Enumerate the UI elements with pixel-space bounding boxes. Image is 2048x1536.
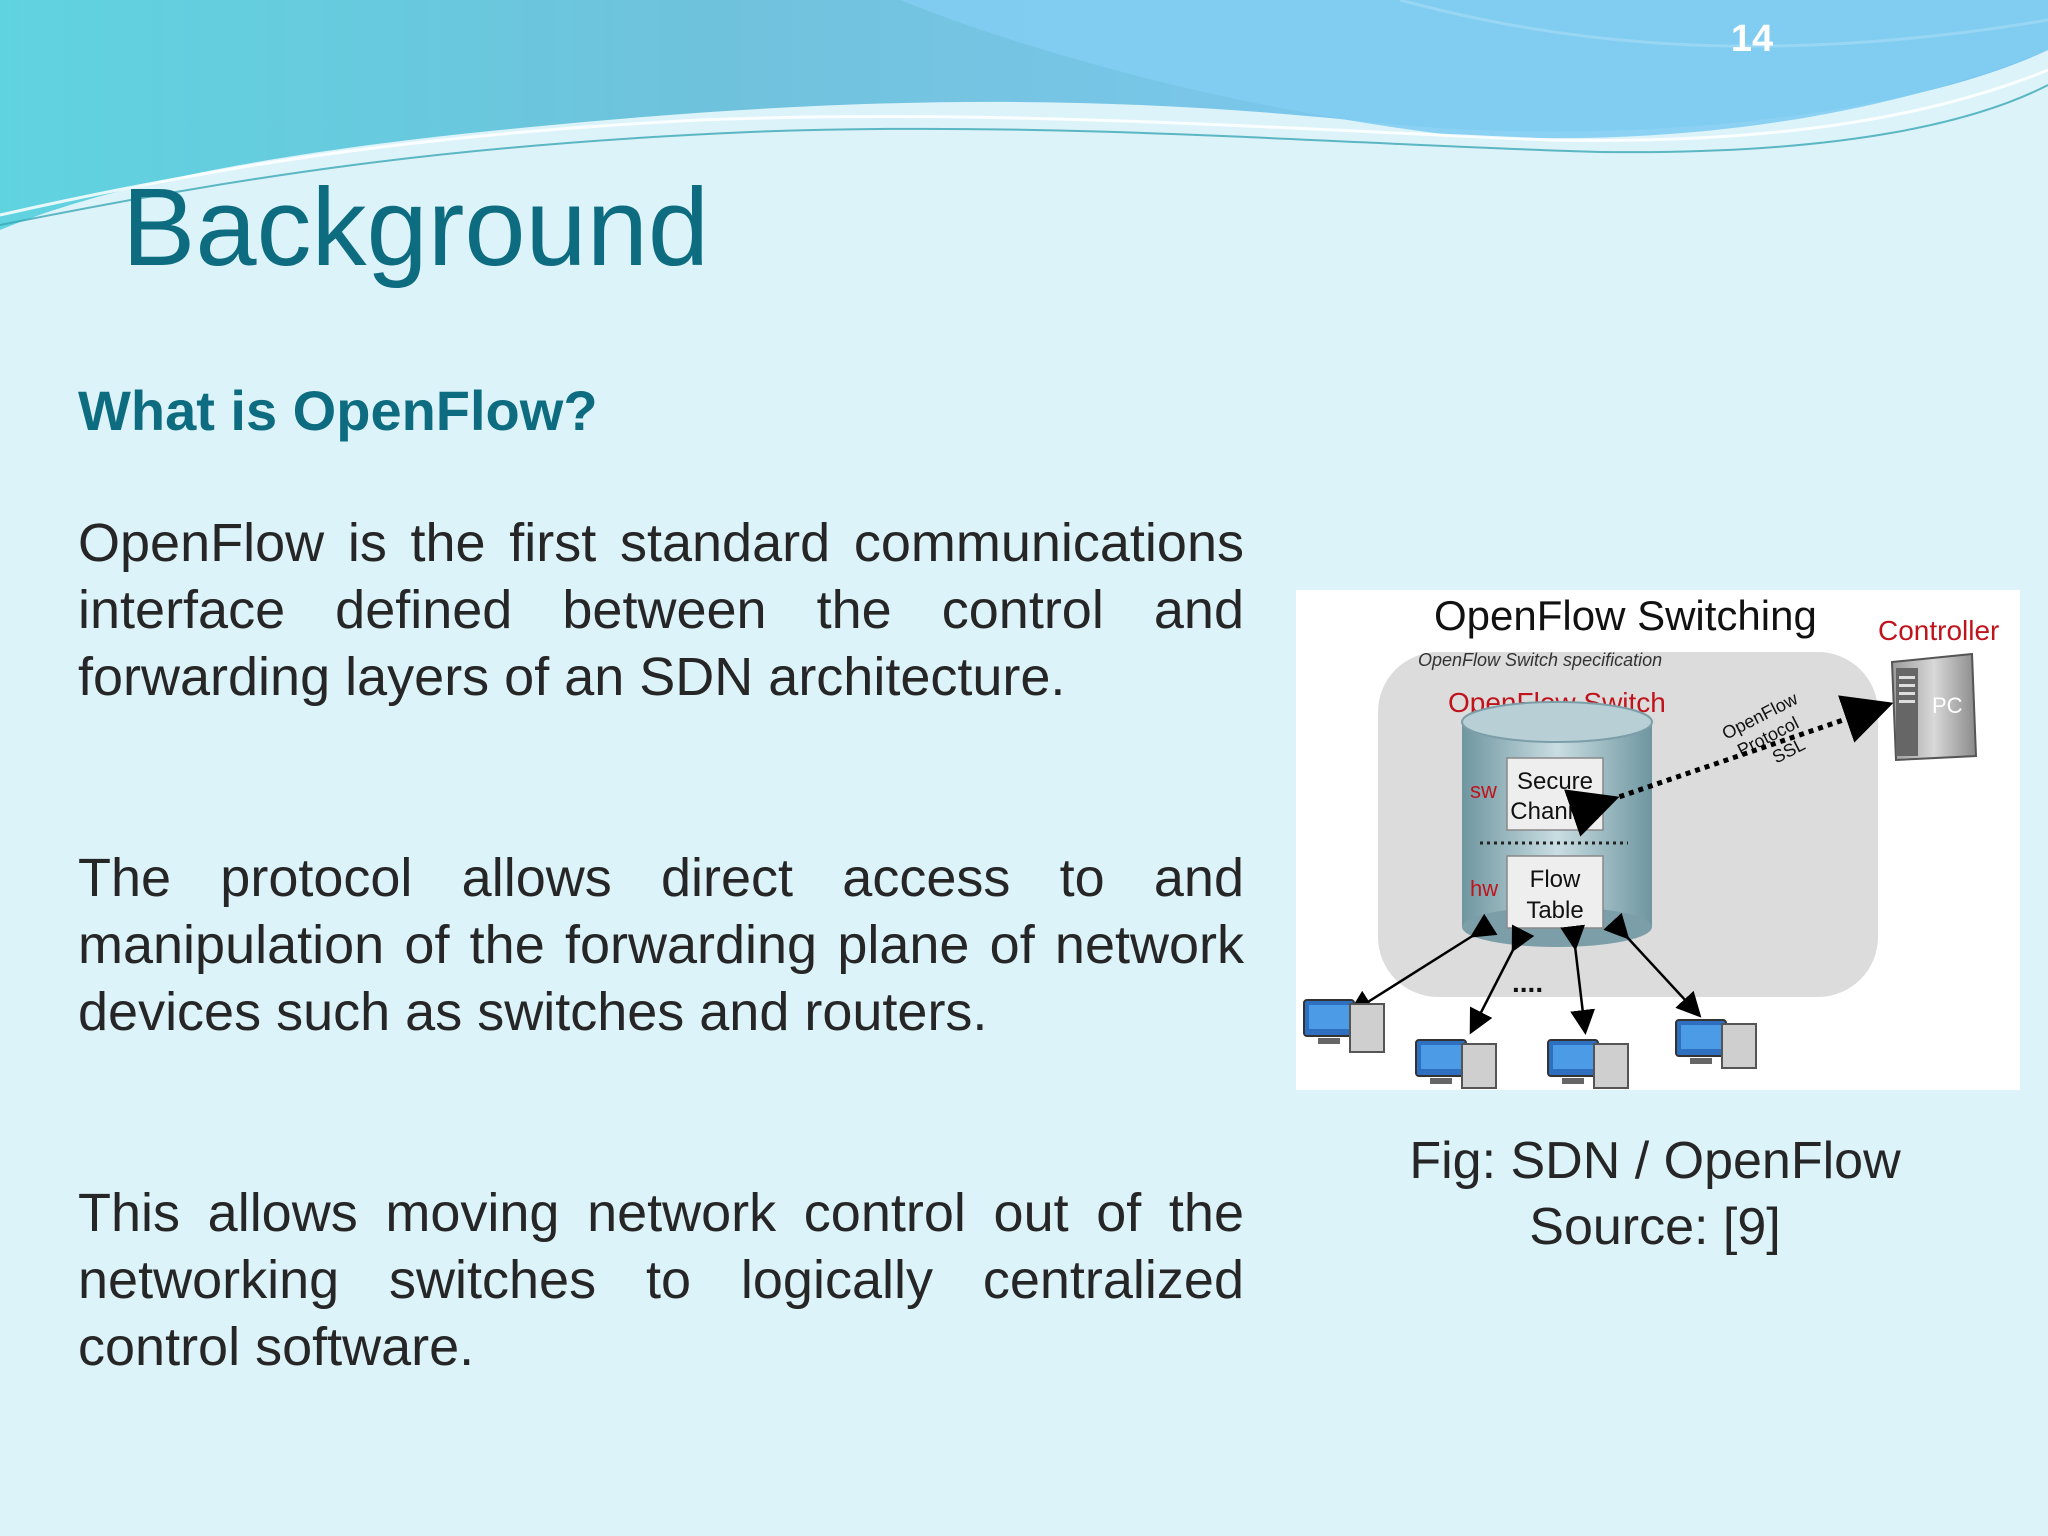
paragraph-control: This allows moving network control out o… (78, 1183, 1244, 1377)
host-computer-icon (1547, 1039, 1629, 1089)
section-question: What is OpenFlow? (78, 379, 598, 442)
flow-table-line1: Flow (1530, 866, 1581, 893)
caption-line-1: Fig: SDN / OpenFlow (1409, 1132, 1901, 1190)
header-wave-decoration (0, 0, 2048, 230)
openflow-protocol-arrow (1564, 695, 1894, 837)
more-hosts-ellipsis: .... (1512, 967, 1543, 998)
controller-pc-icon (1890, 652, 1978, 762)
slide-number: 14 (1730, 18, 1774, 60)
caption-line-2: Source: [9] (1529, 1198, 1781, 1256)
flow-table-box (1506, 855, 1604, 929)
figure-caption: Fig: SDN / OpenFlow Source: [9] (1296, 1128, 2014, 1260)
host-computer-icon (1303, 999, 1385, 1053)
paragraph-protocol: The protocol allows direct access to and… (78, 848, 1244, 1042)
secure-channel-line1: Secure (1517, 768, 1593, 795)
host-computer-icon (1675, 1019, 1757, 1069)
controller-label: Controller (1878, 615, 1999, 646)
host-arrow-3 (1560, 924, 1596, 1035)
slide-title: Background (122, 166, 710, 289)
secure-channel-line2: Channel (1510, 798, 1599, 825)
openflow-diagram: OpenFlow Switching Controller OpenFlow S… (1296, 590, 2020, 1090)
flow-table-line2: Table (1526, 897, 1583, 924)
host-arrow-4 (1603, 912, 1702, 1018)
hw-label: hw (1470, 876, 1498, 901)
spec-label: OpenFlow Switch specification (1418, 650, 1662, 670)
sw-label: sw (1470, 778, 1497, 803)
paragraph-definition: OpenFlow is the first standard communica… (78, 513, 1244, 707)
pc-label: PC (1932, 693, 1963, 718)
host-computer-icon (1415, 1039, 1497, 1089)
host-arrow-2 (1469, 924, 1535, 1035)
host-arrow-1 (1347, 913, 1498, 1015)
diagram-heading: OpenFlow Switching (1434, 592, 1817, 639)
